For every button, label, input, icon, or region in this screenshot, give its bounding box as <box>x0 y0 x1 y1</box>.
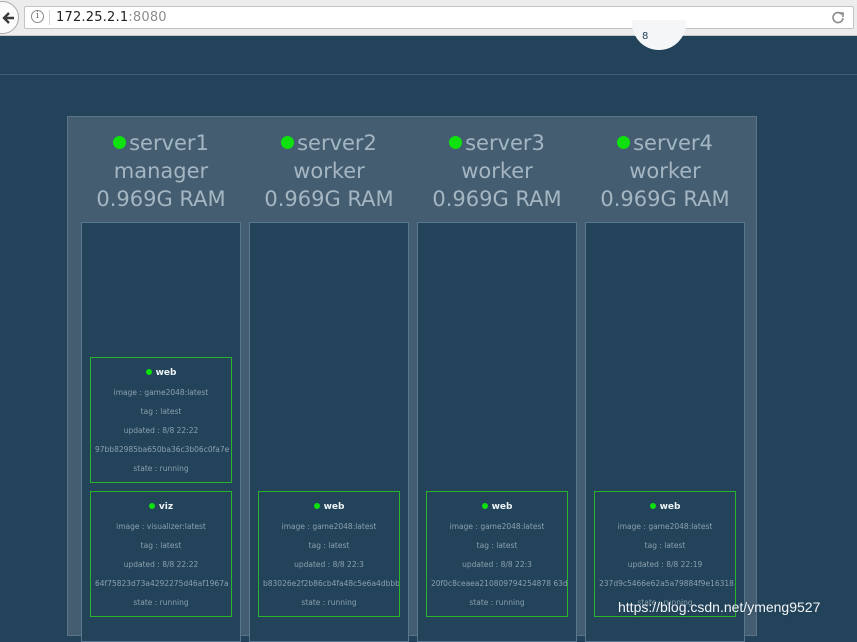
task-updated: updated : 8/8 22:22 <box>123 426 199 435</box>
browser-toolbar: i 172.25.2.1:8080 <box>0 0 857 36</box>
task-updated: updated : 8/8 22:3 <box>294 560 364 569</box>
back-arrow-icon <box>2 12 14 24</box>
task-name: web <box>155 368 177 378</box>
task-status-dot-icon <box>649 503 656 509</box>
task-card[interactable]: web image : game2048:latest tag : latest… <box>594 491 736 617</box>
logo: 8 <box>632 20 686 50</box>
task-image: image : game2048:latest <box>113 388 209 397</box>
task-image: image : game2048:latest <box>449 522 545 531</box>
task-state: state : running <box>301 598 357 607</box>
url-separator <box>49 10 50 25</box>
task-id: 20f0c8ceaea210809794254878 63d <box>431 579 568 588</box>
url-host: 172.25.2.1 <box>56 10 129 25</box>
status-dot-icon <box>449 136 463 149</box>
status-dot-icon <box>113 136 127 149</box>
node-server4: server4 worker 0.969G RAM web image : ga… <box>585 117 745 642</box>
node-server1: server1 manager 0.969G RAM web image : g… <box>81 117 241 642</box>
reload-icon[interactable] <box>831 10 845 24</box>
node-tasks-column: web image : game2048:latest tag : latest… <box>249 222 409 642</box>
task-status-dot-icon <box>145 369 152 375</box>
node-server3: server3 worker 0.969G RAM web image : ga… <box>417 117 577 642</box>
node-header: server3 worker 0.969G RAM <box>417 117 577 222</box>
node-tasks-column: web image : game2048:latest tag : latest… <box>585 222 745 642</box>
task-tag: tag : latest <box>644 541 686 550</box>
task-tag: tag : latest <box>476 541 518 550</box>
node-name: server2 <box>297 131 377 155</box>
node-name: server1 <box>129 131 209 155</box>
node-name: server3 <box>465 131 545 155</box>
header-divider <box>0 74 857 75</box>
task-card[interactable]: web image : game2048:latest tag : latest… <box>258 491 400 617</box>
node-tasks-column: web image : game2048:latest tag : latest… <box>417 222 577 642</box>
status-dot-icon <box>281 136 295 149</box>
node-header: server4 worker 0.969G RAM <box>585 117 745 222</box>
task-state: state : running <box>469 598 525 607</box>
task-id: 64f75823d73a4292275d46af1967a <box>95 579 229 588</box>
task-image: image : game2048:latest <box>281 522 377 531</box>
task-state: state : running <box>637 598 693 607</box>
task-updated: updated : 8/8 22:19 <box>627 560 703 569</box>
node-role: worker <box>461 159 533 183</box>
task-name: viz <box>158 502 174 512</box>
node-role: worker <box>629 159 701 183</box>
node-server2: server2 worker 0.969G RAM web image : ga… <box>249 117 409 642</box>
url-text[interactable]: 172.25.2.1:8080 <box>56 9 167 26</box>
node-role: manager <box>113 159 209 183</box>
address-bar[interactable]: i 172.25.2.1:8080 <box>24 6 854 29</box>
task-card[interactable]: viz image : visualizer:latest tag : late… <box>90 491 232 617</box>
task-updated: updated : 8/8 22:22 <box>123 560 199 569</box>
task-tag: tag : latest <box>140 407 182 416</box>
task-id: 97bb82985ba650ba36c3b06c0fa7e <box>95 445 230 454</box>
task-state: state : running <box>133 464 189 473</box>
node-ram: 0.969G RAM <box>432 187 562 211</box>
nodes-panel: server1 manager 0.969G RAM web image : g… <box>67 116 757 642</box>
status-dot-icon <box>617 136 631 149</box>
task-status-dot-icon <box>313 503 320 509</box>
node-ram: 0.969G RAM <box>264 187 394 211</box>
task-name: web <box>659 502 681 512</box>
back-button[interactable] <box>0 1 19 34</box>
task-id: b83026e2f2b86cb4fa48c5e6a4dbbb <box>263 579 400 588</box>
node-tasks-column: web image : game2048:latest tag : latest… <box>81 222 241 642</box>
url-port: :8080 <box>128 10 167 25</box>
task-state: state : running <box>133 598 189 607</box>
node-role: worker <box>293 159 365 183</box>
node-ram: 0.969G RAM <box>96 187 226 211</box>
task-card[interactable]: web image : game2048:latest tag : latest… <box>426 491 568 617</box>
node-ram: 0.969G RAM <box>600 187 730 211</box>
task-updated: updated : 8/8 22:3 <box>462 560 532 569</box>
task-card[interactable]: web image : game2048:latest tag : latest… <box>90 357 232 483</box>
node-header: server1 manager 0.969G RAM <box>81 117 241 222</box>
task-name: web <box>323 502 345 512</box>
task-status-dot-icon <box>481 503 488 509</box>
watermark: https://blog.csdn.net/ymeng9527 <box>618 599 821 615</box>
node-name: server4 <box>633 131 713 155</box>
task-name: web <box>491 502 513 512</box>
info-icon[interactable]: i <box>31 10 44 23</box>
task-tag: tag : latest <box>308 541 350 550</box>
task-tag: tag : latest <box>140 541 182 550</box>
task-image: image : visualizer:latest <box>116 522 206 531</box>
task-image: image : game2048:latest <box>617 522 713 531</box>
task-id: 237d9c5466e62a5a79884f9e16318 <box>599 579 734 588</box>
node-header: server2 worker 0.969G RAM <box>249 117 409 222</box>
task-status-dot-icon <box>148 503 155 509</box>
